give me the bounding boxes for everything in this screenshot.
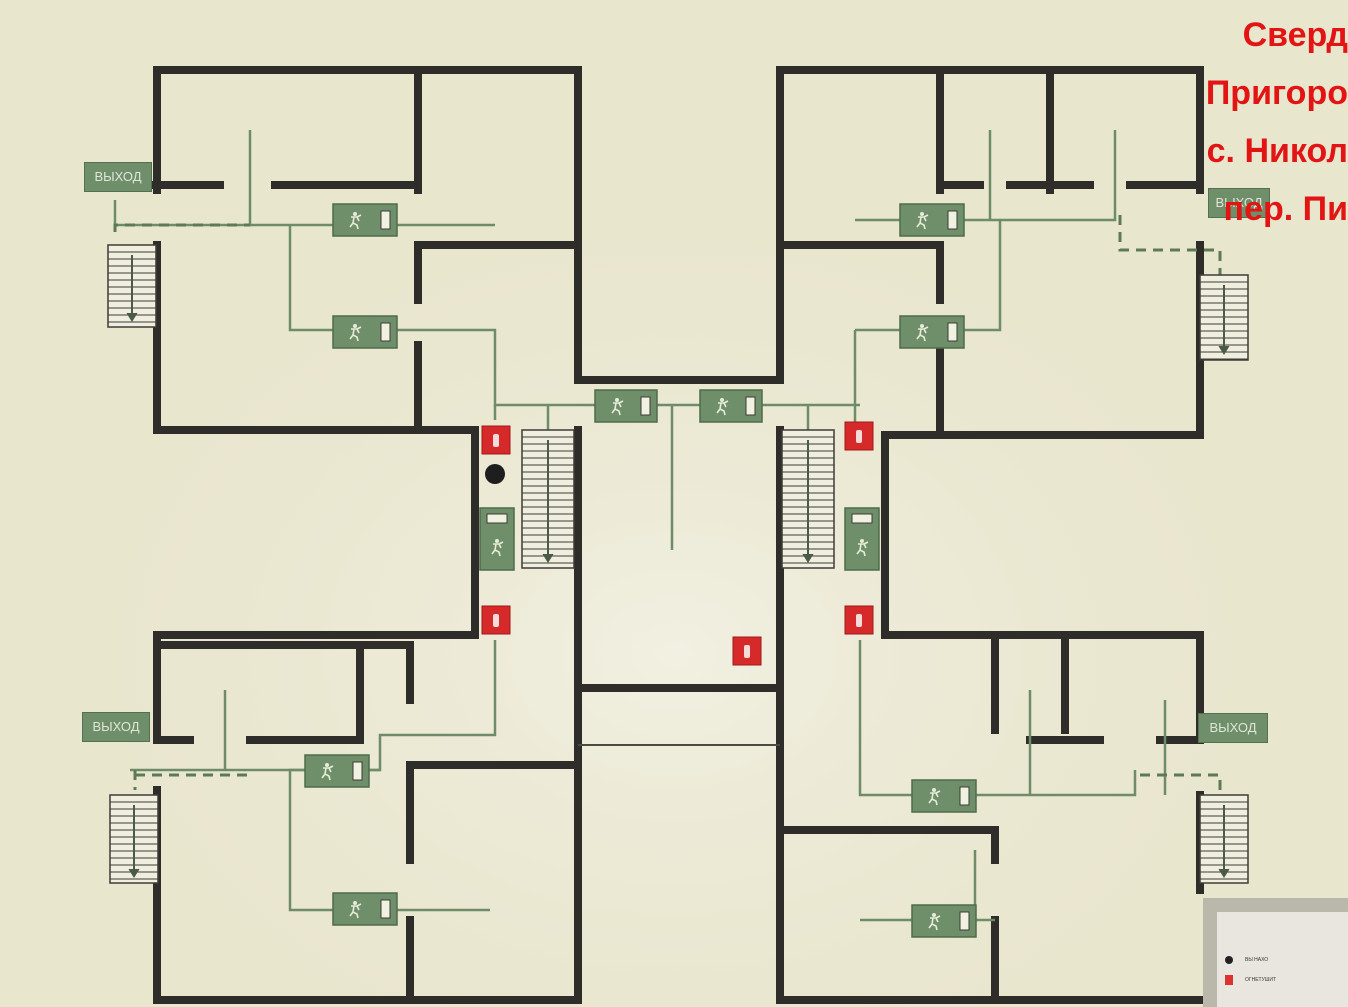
fire-extinguisher-icon (844, 605, 874, 635)
exit-label-bottom-right: ВЫХОД (1198, 713, 1268, 743)
address-line-4: пер. Пи (1223, 190, 1348, 228)
legend-extinguisher: ОГНЕТУШИТ (1225, 974, 1276, 986)
fire-extinguisher-icon (481, 425, 511, 455)
exit-label-bottom-left: ВЫХОД (82, 712, 150, 742)
address-overlay: Сверд Пригоро с. Никол пер. Пи (1108, 0, 1348, 240)
fire-extinguisher-icon (481, 605, 511, 635)
running-man-exit-sign-icon (899, 315, 965, 349)
running-man-exit-sign-icon (911, 904, 977, 938)
running-man-exit-sign-icon (304, 754, 370, 788)
fire-extinguisher-icon (732, 636, 762, 666)
running-man-exit-sign-icon (332, 315, 398, 349)
running-man-exit-sign-icon (594, 389, 658, 423)
address-line-2: Пригоро (1205, 74, 1348, 112)
running-man-exit-sign-icon (899, 203, 965, 237)
exit-label-top-right: ВЫХОД (1208, 188, 1270, 218)
running-man-exit-sign-icon (911, 779, 977, 813)
address-line-3: с. Никол (1206, 132, 1348, 170)
exit-label-top-left: ВЫХОД (84, 162, 152, 192)
dashed-routes (113, 215, 1222, 795)
you-are-here-dot-icon (1225, 955, 1233, 964)
legend-card: ВЫ НАХО ОГНЕТУШИТ (1203, 898, 1348, 1007)
legend-extinguisher-label: ОГНЕТУШИТ (1245, 977, 1277, 983)
running-man-exit-sign-icon (332, 892, 398, 926)
you-are-here-dot-icon (485, 464, 505, 484)
fire-extinguisher-icon (844, 421, 874, 451)
fire-extinguisher-icon (1225, 974, 1233, 985)
running-man-exit-sign-icon (844, 507, 880, 571)
running-man-exit-sign-icon (332, 203, 398, 237)
running-man-exit-sign-icon (479, 507, 515, 571)
address-line-1: Сверд (1242, 16, 1348, 54)
legend-you-are-here: ВЫ НАХО (1225, 954, 1268, 966)
running-man-exit-sign-icon (699, 389, 763, 423)
exit-signs (304, 203, 977, 938)
extinguishers (481, 421, 874, 666)
legend-you-are-here-label: ВЫ НАХО (1245, 957, 1269, 963)
